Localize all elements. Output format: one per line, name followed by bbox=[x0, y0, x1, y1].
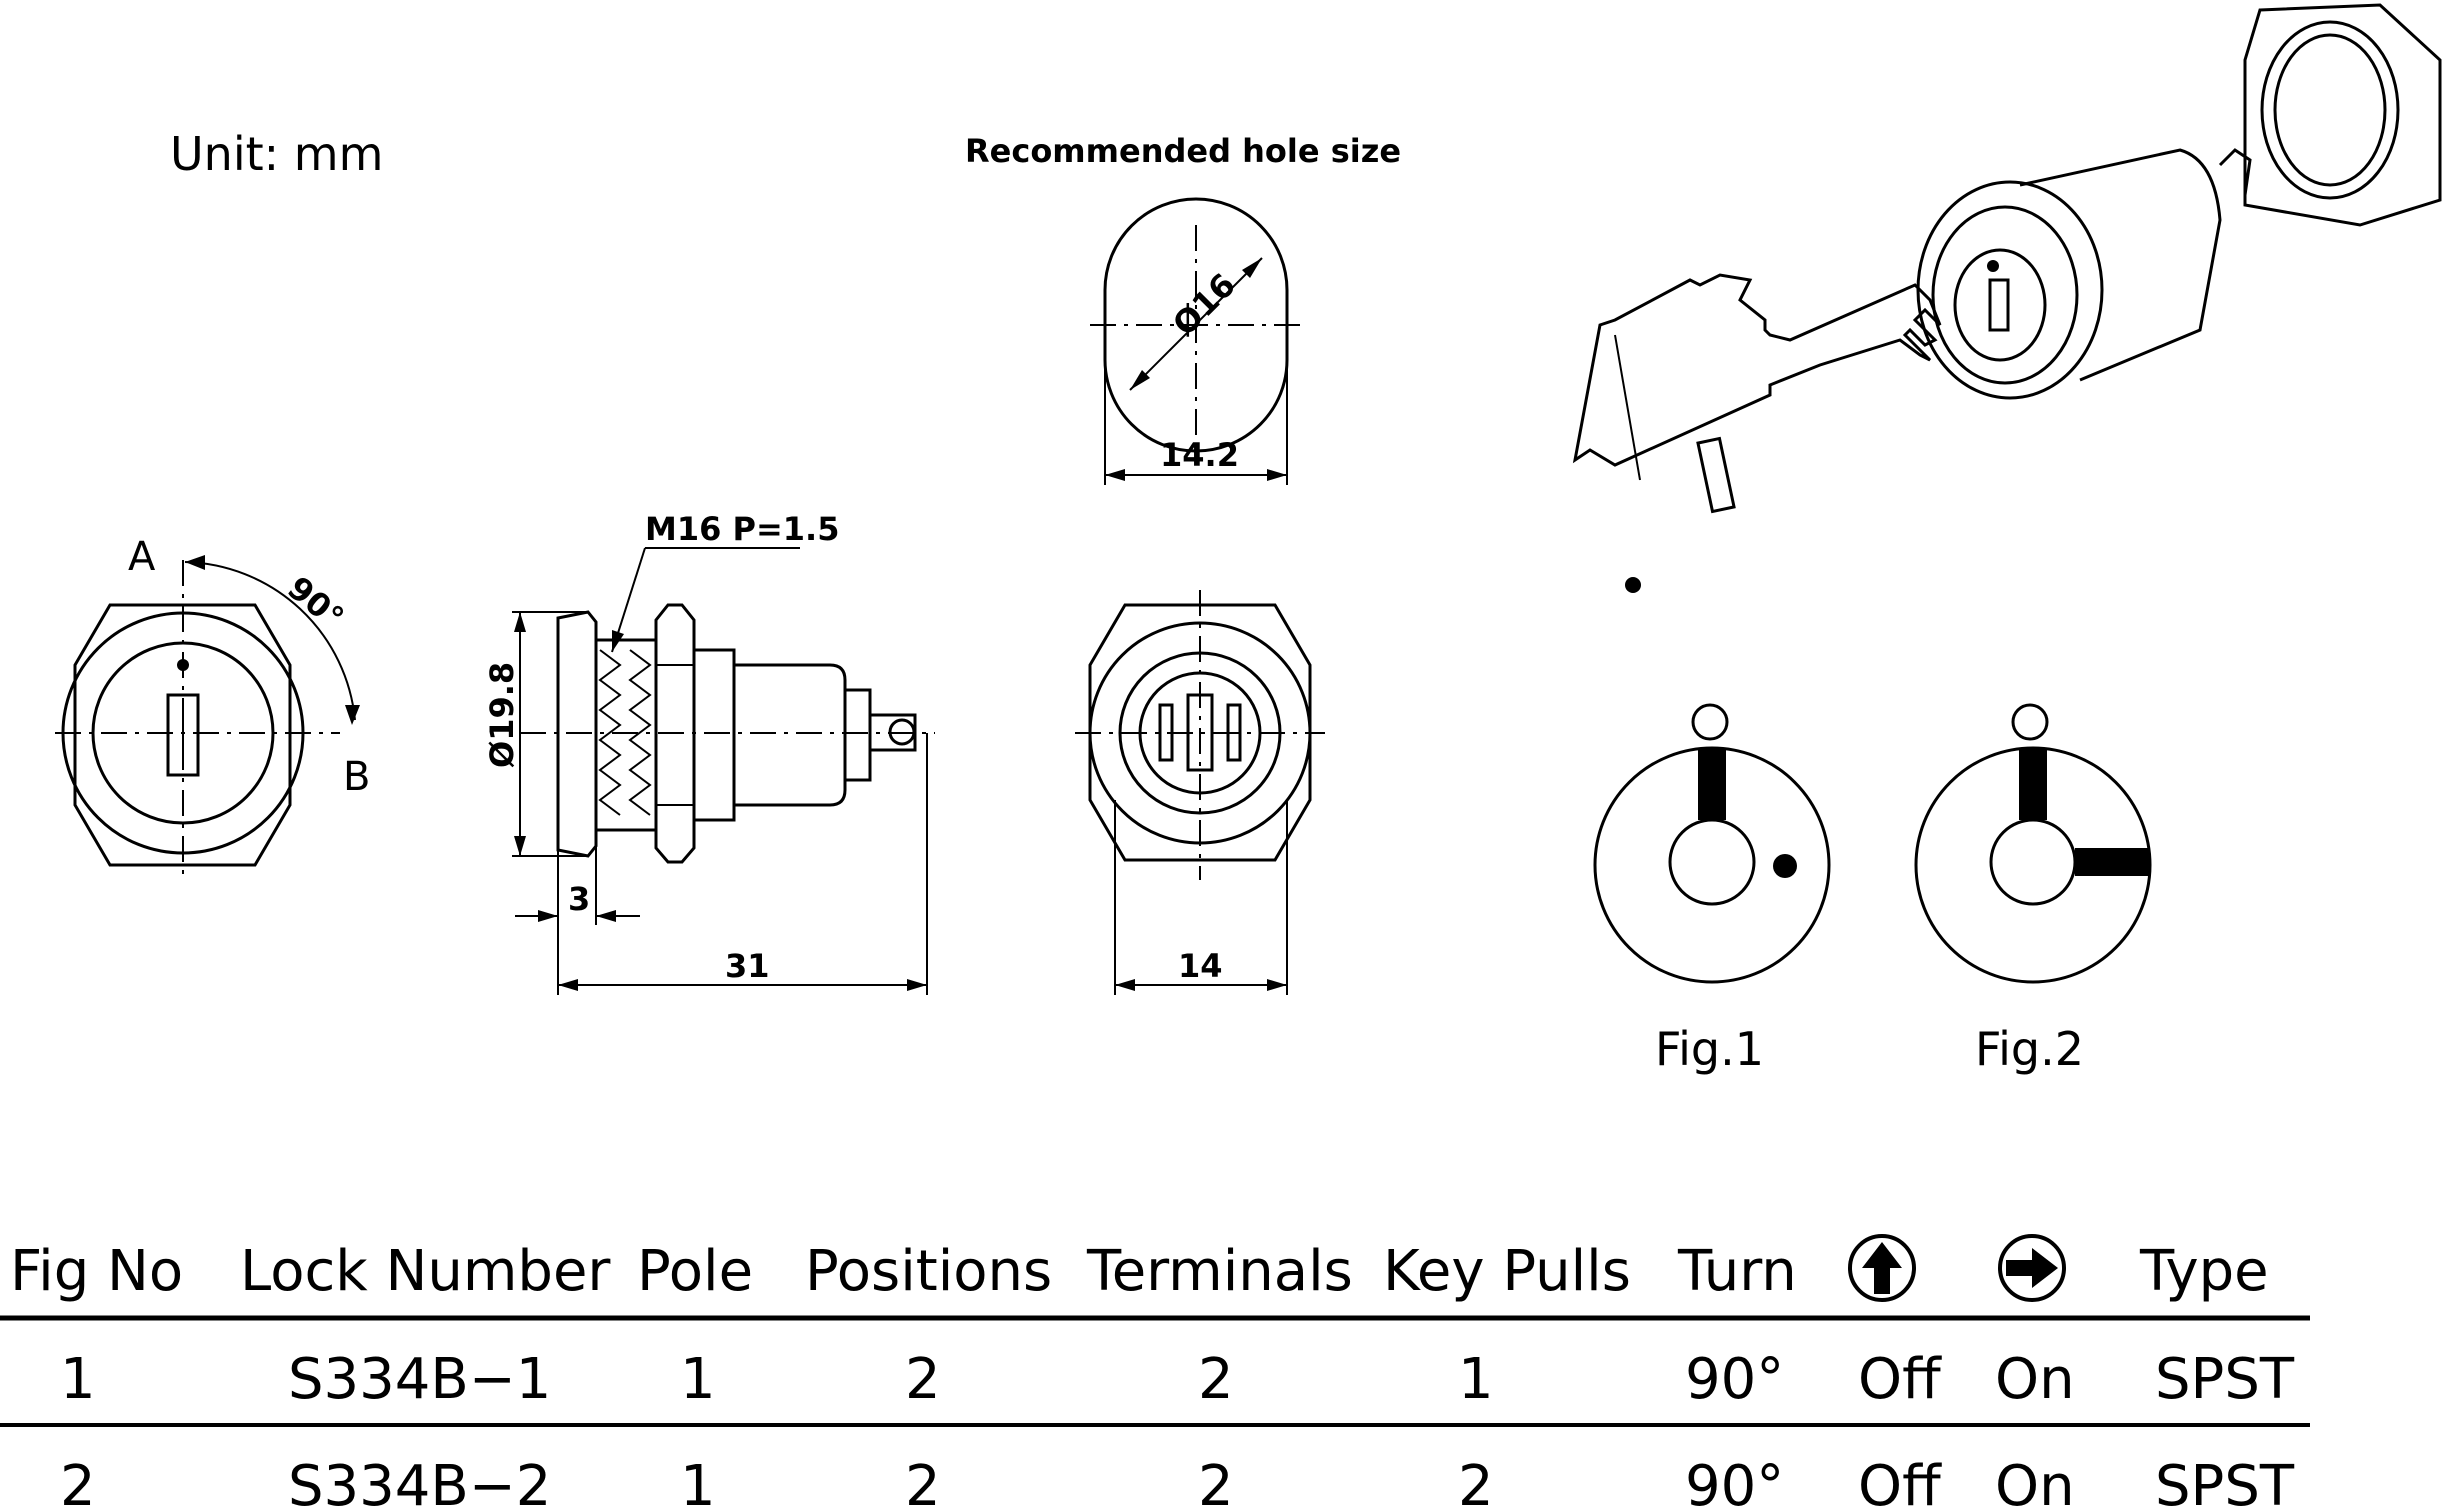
header-lock-number: Lock Number bbox=[240, 1239, 611, 1304]
table-row: 2 S334B−2 1 2 2 2 90° Off On SPST bbox=[60, 1454, 2295, 1511]
cell-positions: 2 bbox=[905, 1347, 941, 1412]
hex-width-label: 14 bbox=[1178, 947, 1223, 985]
table-header-row: Fig No Lock Number Pole Positions Termin… bbox=[10, 1234, 2269, 1304]
flange-thickness-label: 3 bbox=[568, 880, 590, 918]
cell-key-pulls: 1 bbox=[1458, 1347, 1494, 1412]
thread-label: M16 P=1.5 bbox=[645, 510, 839, 548]
cell-fig-no: 2 bbox=[60, 1454, 96, 1511]
cell-on: On bbox=[1995, 1347, 2075, 1412]
header-turn: Turn bbox=[1677, 1239, 1797, 1304]
header-key-pulls: Key Pulls bbox=[1383, 1239, 1631, 1304]
cell-turn: 90° bbox=[1685, 1454, 1784, 1511]
cell-type: SPST bbox=[2155, 1454, 2295, 1511]
cell-key-pulls: 2 bbox=[1458, 1454, 1494, 1511]
fig1-diagram: Fig.1 bbox=[1593, 703, 1831, 1076]
header-pole: Pole bbox=[637, 1239, 753, 1304]
cell-on: On bbox=[1995, 1454, 2075, 1511]
cell-terminals: 2 bbox=[1198, 1454, 1234, 1511]
length-label: 31 bbox=[725, 947, 770, 985]
cell-pole: 1 bbox=[680, 1454, 716, 1511]
arrow-right-circle-icon bbox=[1998, 1234, 2066, 1302]
cell-lock-number: S334B−2 bbox=[288, 1454, 551, 1511]
spec-table: Fig No Lock Number Pole Positions Termin… bbox=[0, 1234, 2310, 1511]
arrow-up-circle-icon bbox=[1848, 1234, 1916, 1302]
cell-off: Off bbox=[1858, 1347, 1942, 1412]
rear-view: 14 bbox=[1075, 590, 1325, 995]
hole-size-view: Ø16 14.2 bbox=[1090, 197, 1305, 485]
cell-turn: 90° bbox=[1685, 1347, 1784, 1412]
side-view: Ø19.8 M16 P=1.5 3 31 bbox=[483, 510, 935, 995]
angle-label: 90° bbox=[280, 569, 351, 637]
front-view: A B 90° bbox=[55, 534, 370, 875]
fig2-label: Fig.2 bbox=[1975, 1022, 2084, 1076]
header-positions: Positions bbox=[805, 1239, 1052, 1304]
header-type: Type bbox=[2139, 1239, 2269, 1304]
unit-label: Unit: mm bbox=[170, 127, 383, 181]
isometric-view bbox=[1572, 3, 2442, 593]
cell-positions: 2 bbox=[905, 1454, 941, 1511]
header-terminals: Terminals bbox=[1086, 1239, 1353, 1304]
cell-pole: 1 bbox=[680, 1347, 716, 1412]
header-fig-no: Fig No bbox=[10, 1239, 183, 1304]
cell-off: Off bbox=[1858, 1454, 1942, 1511]
cell-terminals: 2 bbox=[1198, 1347, 1234, 1412]
hole-size-title: Recommended hole size bbox=[965, 132, 1401, 170]
cell-type: SPST bbox=[2155, 1347, 2295, 1412]
fig2-diagram: Fig.2 bbox=[1914, 703, 2152, 1076]
hole-flat-label: 14.2 bbox=[1160, 436, 1239, 474]
position-a-label: A bbox=[128, 534, 156, 580]
cell-lock-number: S334B−1 bbox=[288, 1347, 551, 1412]
table-row: 1 S334B−1 1 2 2 1 90° Off On SPST bbox=[60, 1347, 2295, 1412]
cell-fig-no: 1 bbox=[60, 1347, 96, 1412]
body-diameter-label: Ø19.8 bbox=[483, 662, 521, 768]
fig1-label: Fig.1 bbox=[1655, 1022, 1764, 1076]
position-b-label: B bbox=[343, 754, 370, 800]
hole-diameter-label: Ø16 bbox=[1165, 266, 1243, 344]
